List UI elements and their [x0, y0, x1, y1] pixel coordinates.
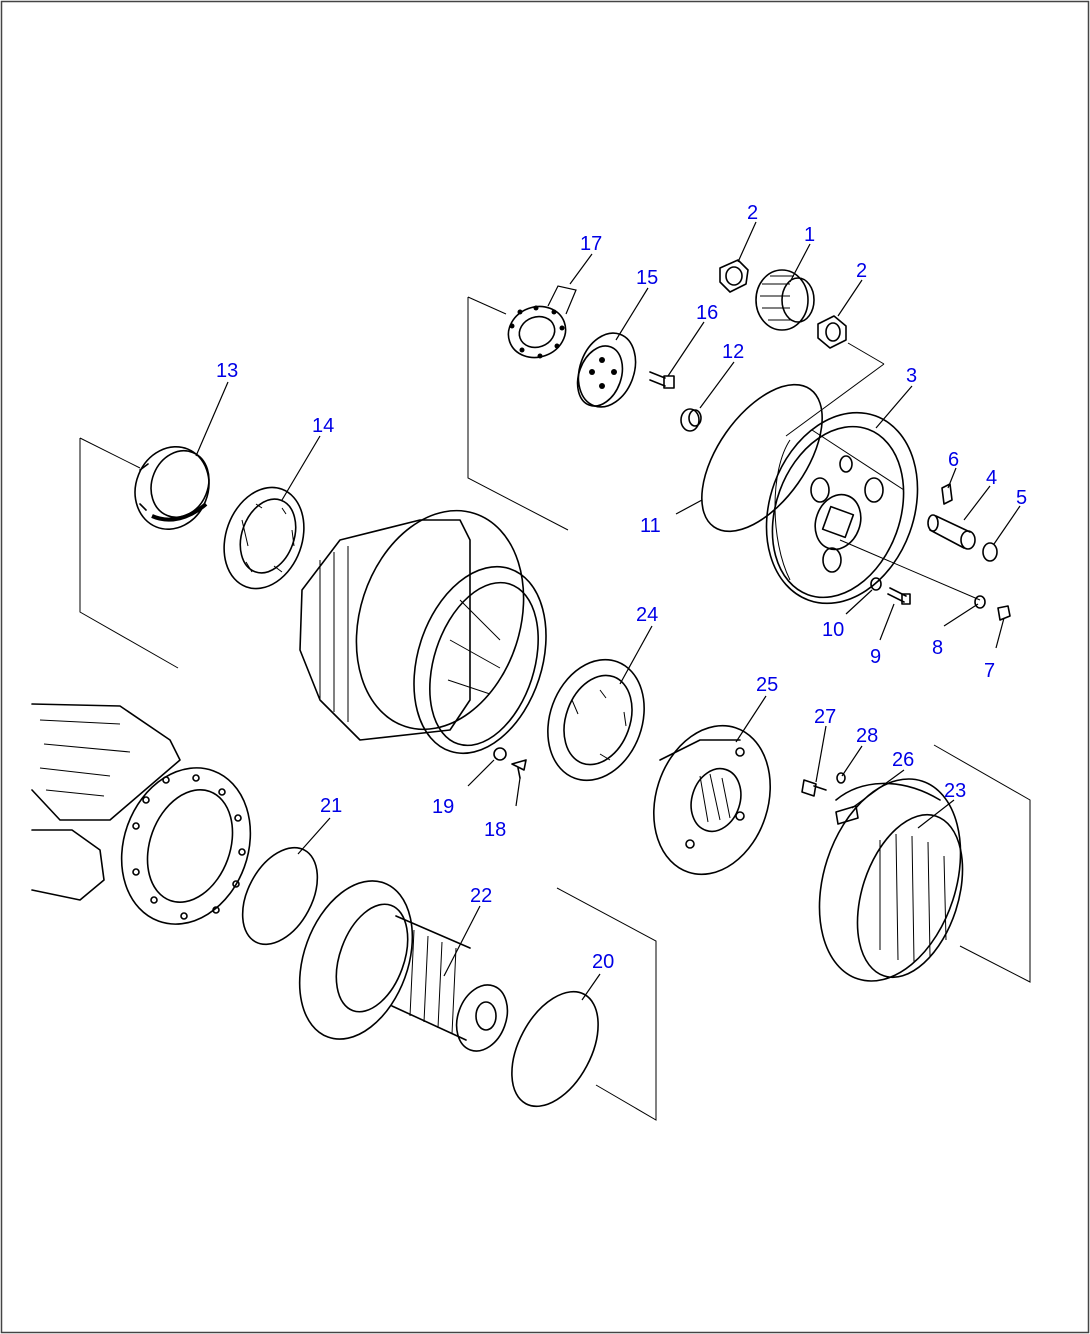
part-5-ring: [982, 542, 998, 562]
part-22-spindle: [298, 880, 509, 1052]
part-9-bolt: [887, 587, 911, 605]
part-27-bolt: [801, 779, 827, 797]
callout-14: 14: [312, 415, 334, 437]
part-18-bolt: [511, 759, 527, 779]
callout-10: 10: [822, 619, 844, 641]
part-23-ring-gear: [818, 778, 964, 982]
part-25-flange: [652, 724, 772, 876]
callout-4: 4: [986, 467, 997, 489]
reference-lines: [79, 296, 1031, 1121]
part-16-bolt: [649, 371, 675, 389]
part-3-carrier: [765, 411, 981, 605]
callout-16: 16: [696, 302, 718, 324]
callout-26: 26: [892, 749, 914, 771]
part-15-plate: [576, 332, 637, 408]
part-11-o-ring: [701, 383, 823, 533]
leader-lines: [195, 221, 1021, 1001]
main-hub-housing: [299, 509, 547, 755]
part-12-spacer: [680, 408, 702, 432]
part-6-pin: [941, 483, 953, 505]
part-26-plate: [835, 805, 859, 825]
part-17-washer: [507, 305, 567, 359]
callout-19: 19: [432, 796, 454, 818]
callout-20: 20: [592, 951, 614, 973]
callout-24: 24: [636, 604, 658, 626]
callout-7: 7: [984, 660, 995, 682]
callout-18: 18: [484, 819, 506, 841]
part-10-washer: [870, 577, 882, 591]
callout-28: 28: [856, 725, 878, 747]
axle-housing: [31, 703, 252, 925]
callout-23: 23: [944, 780, 966, 802]
callout-2-upper: 2: [747, 202, 758, 224]
callout-2-lower: 2: [856, 260, 867, 282]
part-19-ring: [493, 747, 507, 761]
part-2-nut-lower: [817, 315, 847, 349]
callout-6: 6: [948, 449, 959, 471]
callout-8: 8: [932, 637, 943, 659]
part-2-nut-upper: [719, 259, 749, 293]
callout-1: 1: [804, 224, 815, 246]
callout-15: 15: [636, 267, 658, 289]
callout-27: 27: [814, 706, 836, 728]
callout-3: 3: [906, 365, 917, 387]
callout-5: 5: [1016, 487, 1027, 509]
part-14-bearing: [223, 486, 305, 590]
callout-labels: 1 2 2 3 4 5 6 7 8 9 10 11 12 13 14 15 16…: [216, 202, 1027, 973]
part-8-ring: [974, 595, 986, 609]
callout-17: 17: [580, 233, 602, 255]
part-13-seal: [134, 445, 210, 531]
callout-21: 21: [320, 795, 342, 817]
part-21-o-ring: [241, 846, 319, 946]
callout-25: 25: [756, 674, 778, 696]
callout-9: 9: [870, 646, 881, 668]
part-24-bearing: [547, 658, 645, 782]
callout-22: 22: [470, 885, 492, 907]
callout-12: 12: [722, 341, 744, 363]
part-28-washer: [836, 772, 846, 784]
callout-13: 13: [216, 360, 238, 382]
part-7-plug: [997, 605, 1011, 621]
callout-11: 11: [640, 515, 661, 537]
part-20-o-ring: [511, 990, 599, 1108]
part-4-shaft: [927, 514, 976, 550]
part-1-gear: [755, 269, 815, 331]
